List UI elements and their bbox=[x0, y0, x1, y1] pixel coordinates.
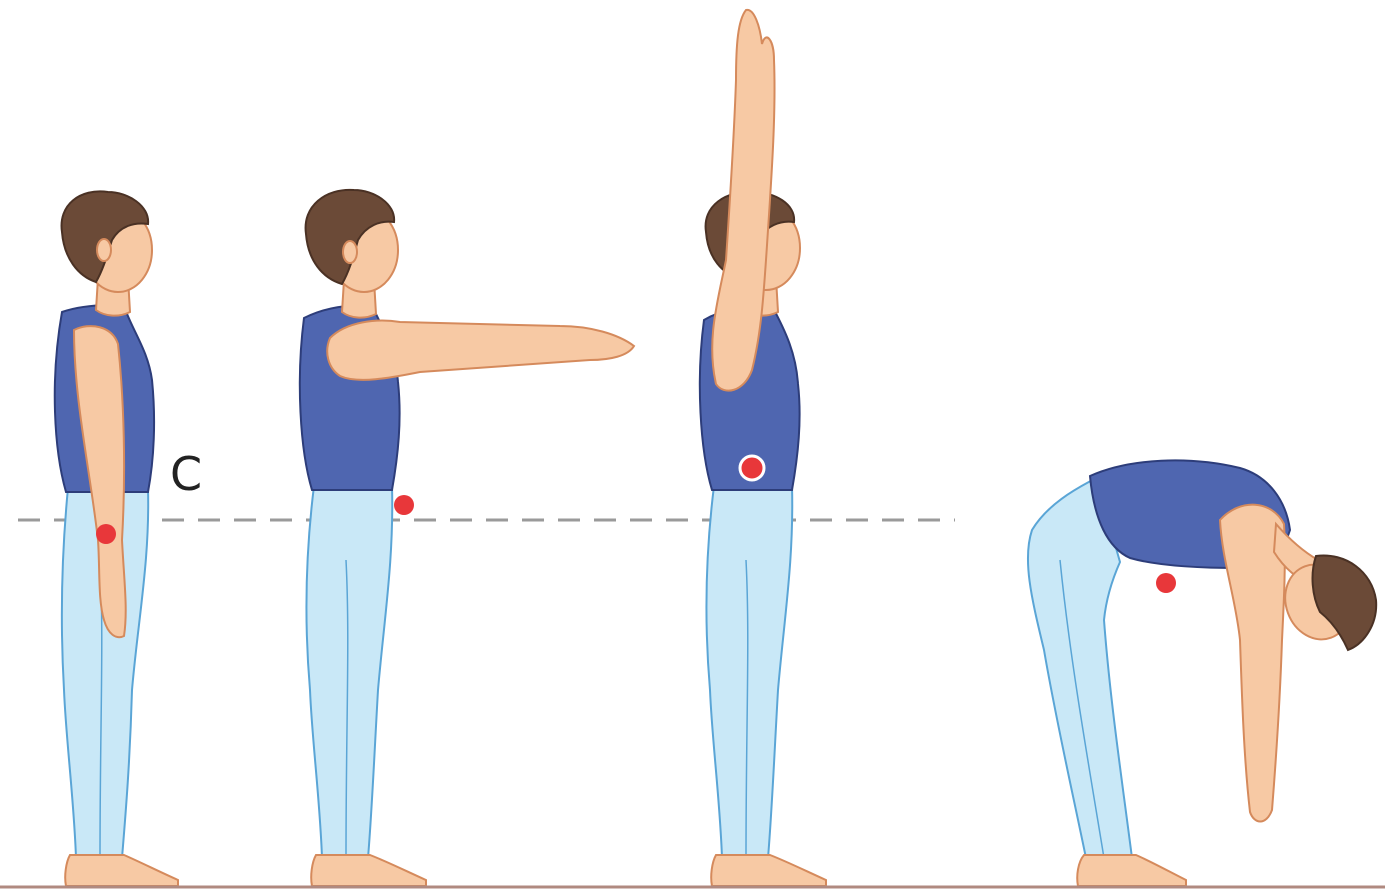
figure-2-arm bbox=[327, 321, 634, 380]
figure-2-pants bbox=[307, 486, 393, 858]
figure-arms-up bbox=[700, 10, 826, 886]
figure-3-pants bbox=[707, 486, 793, 858]
figure-bent-forward bbox=[1028, 460, 1376, 886]
center-of-mass-marker-4 bbox=[1156, 573, 1176, 593]
figure-arms-forward bbox=[300, 190, 634, 886]
center-of-mass-marker-3 bbox=[740, 456, 764, 480]
figure-3-foot bbox=[711, 855, 826, 886]
center-of-mass-marker-2 bbox=[394, 495, 414, 515]
figure-2-foot bbox=[311, 855, 426, 886]
figure-1-foot bbox=[65, 855, 178, 886]
label-c: C bbox=[170, 447, 202, 501]
figure-arms-down bbox=[55, 191, 178, 886]
figure-4-foot bbox=[1077, 855, 1186, 886]
center-of-mass-marker-1 bbox=[96, 524, 116, 544]
